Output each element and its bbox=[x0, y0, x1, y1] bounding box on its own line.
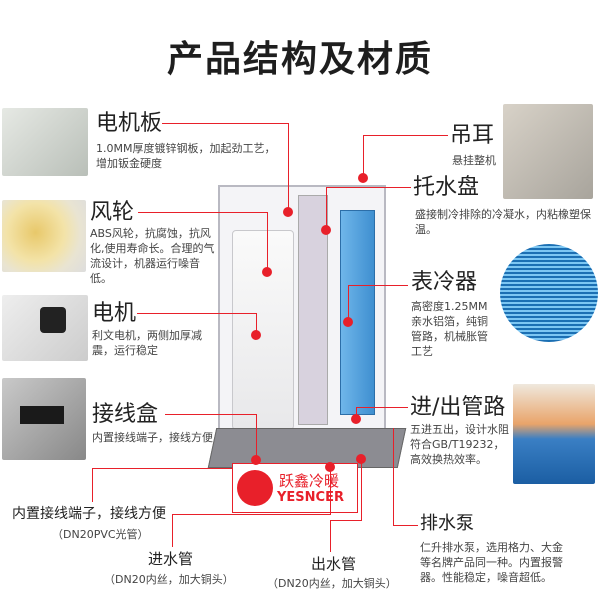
water-in-label: 进水管 bbox=[148, 550, 194, 568]
junction-box-label: 接线盒 bbox=[92, 402, 159, 427]
terminal-label: 内置接线端子，接线方便 bbox=[12, 506, 166, 522]
motor-plate-desc: 1.0MM厚度镀锌钢板，加起劲工艺，增加钣金硬度 bbox=[96, 142, 276, 170]
coil-label: 表冷器 bbox=[411, 270, 478, 295]
motor-label: 电机 bbox=[92, 301, 137, 326]
motor-photo bbox=[2, 295, 88, 361]
junction-box-desc: 内置接线端子，接线方便 bbox=[92, 431, 213, 444]
brand-name-cn: 跃鑫冷暖 bbox=[279, 472, 340, 490]
fan-wheel-photo bbox=[2, 200, 86, 272]
drain-pump-desc: 仁升排水泵，选用格力、大金等名牌产品同一种。内置报警器。性能稳定，噪音超低。 bbox=[420, 541, 563, 584]
pipes-label: 进/出管路 bbox=[410, 395, 506, 420]
motor-desc: 利文电机，两侧加厚减震，运行稳定 bbox=[92, 329, 202, 357]
junction-box-photo bbox=[2, 378, 86, 460]
hanger-label: 吊耳 bbox=[450, 123, 495, 148]
drip-tray-label: 托水盘 bbox=[413, 175, 480, 200]
fan-wheel-desc: ABS风轮，抗腐蚀，抗风化,使用寿命长。合理的气流设计，机器运行噪音低。 bbox=[90, 227, 215, 285]
water-out-sub: （DN20内丝，加大铜头） bbox=[267, 577, 397, 590]
fan-wheel-label: 风轮 bbox=[90, 200, 135, 225]
page-title: 产品结构及材质 bbox=[166, 39, 433, 80]
pipes-photo bbox=[513, 384, 595, 484]
drip-tray-desc: 盛接制冷排除的冷凝水，内粘橡塑保温。 bbox=[415, 208, 591, 236]
coil-block bbox=[340, 210, 375, 415]
drain-pump-label: 排水泵 bbox=[420, 513, 474, 534]
motor-plate-label: 电机板 bbox=[96, 111, 163, 136]
coil-desc: 高密度1.25MM亲水铝箔，纯铜管路，机械胀管工艺 bbox=[411, 300, 488, 358]
blower-housing bbox=[232, 230, 294, 430]
hanger-photo bbox=[503, 104, 593, 199]
terminal-sub: （DN20PVC光管） bbox=[52, 528, 149, 541]
hanger-desc: 悬挂整机 bbox=[452, 154, 496, 167]
coil-photo bbox=[500, 244, 598, 342]
brand-logo: 跃鑫冷暖 YESNCER bbox=[232, 463, 358, 513]
drip-tray-base bbox=[207, 428, 407, 468]
water-out-label: 出水管 bbox=[311, 555, 357, 573]
brand-name-en: YESNCER bbox=[277, 490, 344, 505]
pipes-desc: 五进五出，设计水阻符合GB/T19232，高效换热效率。 bbox=[410, 423, 509, 466]
water-in-sub: （DN20内丝，加大铜头） bbox=[104, 573, 234, 586]
motor-plate-photo bbox=[2, 108, 88, 176]
